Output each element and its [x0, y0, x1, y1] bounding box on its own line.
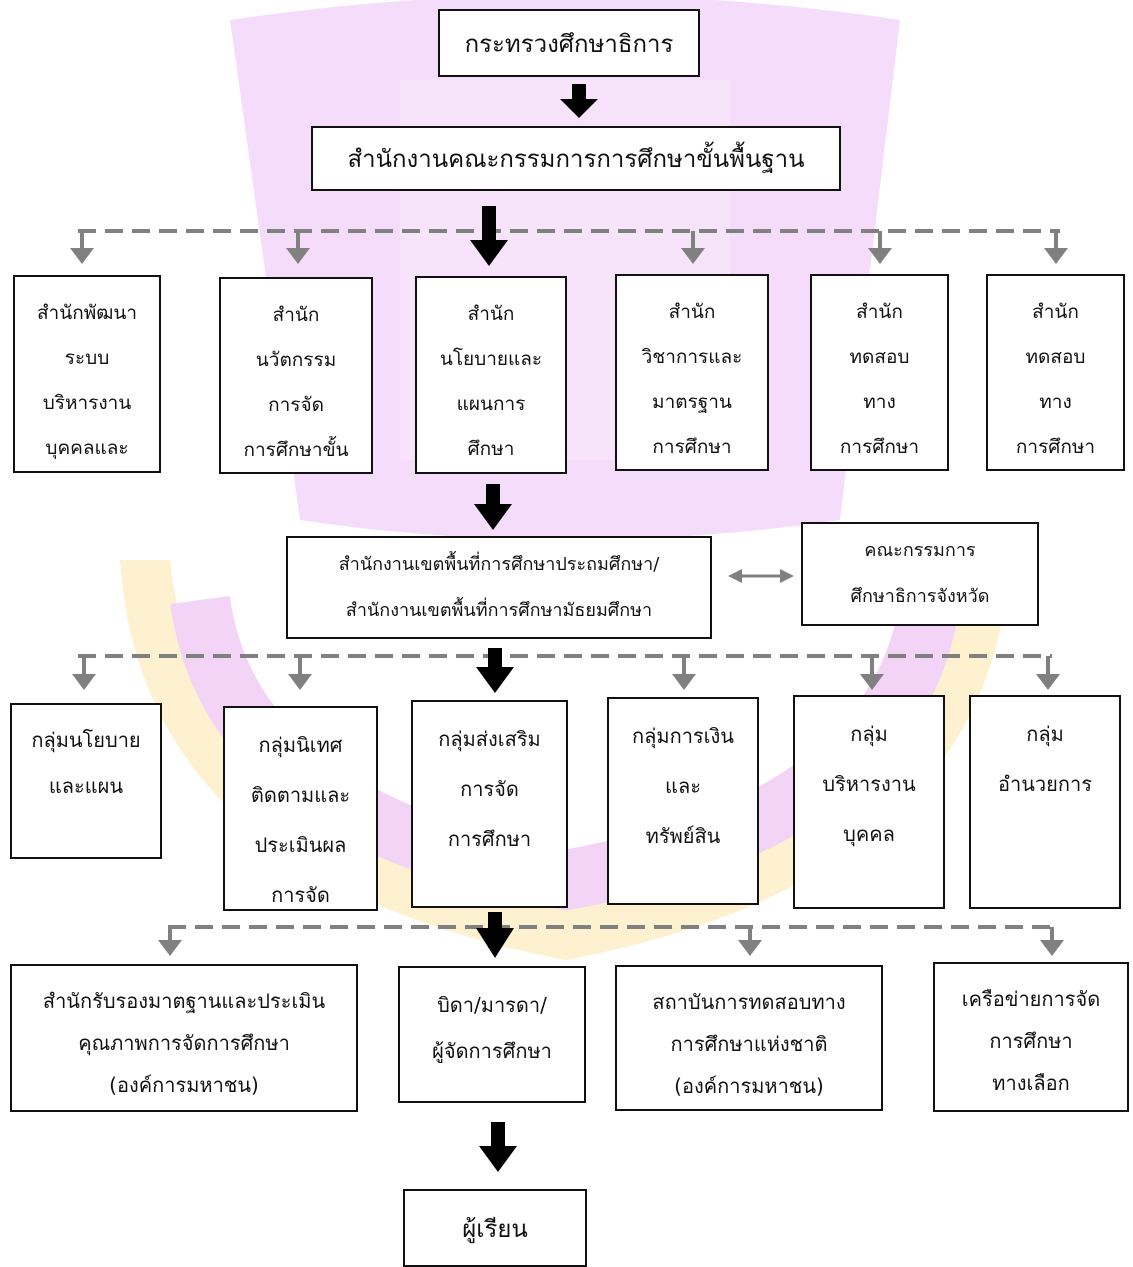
group-line: ทรัพย์สิน: [645, 824, 721, 848]
group-line: การศึกษา: [447, 827, 532, 851]
arrow-obec-to-policy: [470, 206, 508, 266]
group-line: การจัด: [460, 777, 519, 801]
onesqa-box: สำนักรับรองมาตฐานและประเมิน คุณภาพการจัด…: [10, 964, 358, 1112]
bureau-line: ศึกษา: [467, 438, 515, 460]
group-box: กลุ่มส่งเสริม การจัด การศึกษา: [411, 700, 568, 908]
group-line: กลุ่มนโยบาย: [31, 728, 141, 752]
bureau-box: สำนัก นโยบายและ แผนการ ศึกษา: [415, 276, 567, 474]
bureau-line: ทดสอบ: [849, 346, 910, 368]
arrow-to-groups: [476, 648, 514, 693]
bureau-line: การศึกษาขั้น: [243, 439, 349, 461]
group-box: กลุ่มนโยบาย และแผน: [10, 703, 162, 859]
bureau-line: สำนัก: [668, 301, 716, 323]
bureau-line: สำนัก: [1032, 301, 1079, 323]
bureau-line: การศึกษา: [652, 436, 732, 458]
obec-box: สำนักงานคณะกรรมการการศึกษาขั้นพื้นฐาน: [311, 126, 841, 191]
parents-box: บิดา/มารดา/ ผู้จัดการศึกษา: [398, 966, 586, 1103]
niets-line: (องค์การมหาชน): [674, 1074, 824, 1098]
alt-network-box: เครือข่ายการจัด การศึกษา ทางเลือก: [933, 962, 1129, 1112]
group-line: บุคคล: [843, 822, 895, 846]
obec-label: สำนักงานคณะกรรมการการศึกษาขั้นพื้นฐาน: [347, 145, 805, 173]
group-line: อำนวยการ: [998, 772, 1092, 796]
group-box: กลุ่มการเงิน และ ทรัพย์สิน: [607, 697, 759, 905]
group-line: บริหารงาน: [822, 772, 916, 796]
bureau-box: สำนัก ทดสอบ ทาง การศึกษา: [810, 274, 949, 471]
group-line: ติดตามและ: [250, 783, 351, 807]
area-office-line: สำนักงานเขตพื้นที่การศึกษามัธยมศึกษา: [345, 599, 653, 621]
bureau-line: บริหารงาน: [42, 392, 132, 414]
bureau-line: การศึกษา: [1015, 436, 1096, 458]
arrow-to-area-office: [474, 484, 512, 530]
group-box: กลุ่มนิเทศ ติดตามและ ประเมินผล การจัด: [223, 706, 378, 911]
group-line: การจัด: [271, 883, 330, 907]
committee-line: คณะกรรมการ: [864, 540, 976, 561]
network-line: ทางเลือก: [992, 1071, 1070, 1095]
bureau-box: สำนักพัฒนา ระบบ บริหารงาน บุคคลและ: [13, 275, 161, 473]
group-line: กลุ่มการเงิน: [632, 724, 734, 748]
group-box: กลุ่ม บริหารงาน บุคคล: [793, 695, 945, 909]
ministry-label: กระทรวงศึกษาธิการ: [464, 29, 674, 58]
area-office-line: สำนักงานเขตพื้นที่การศึกษาประถมศึกษา/: [338, 553, 660, 575]
network-line: เครือข่ายการจัด: [961, 987, 1101, 1011]
niets-line: สถาบันการทดสอบทาง: [652, 990, 846, 1014]
parents-line: ผู้จัดการศึกษา: [432, 1039, 552, 1063]
group-line: กลุ่ม: [850, 722, 888, 746]
bureau-line: สำนักพัฒนา: [36, 302, 138, 324]
learner-box: ผู้เรียน: [403, 1189, 587, 1267]
bureau-line: การจัด: [268, 394, 324, 416]
parents-line: บิดา/มารดา/: [437, 993, 547, 1017]
bureau-line: ทาง: [1039, 391, 1072, 413]
bureau-line: นวัตกรรม: [255, 349, 337, 371]
group-line: และ: [665, 774, 701, 798]
arrow-to-parents: [476, 912, 514, 958]
dashed-arrow: [80, 231, 1058, 252]
group-line: และแผน: [48, 774, 124, 798]
bureau-line: ระบบ: [64, 347, 110, 369]
arrow-to-learner: [479, 1122, 517, 1172]
onesqa-line: (องค์การมหาชน): [109, 1073, 259, 1097]
group-box: กลุ่ม อำนวยการ: [969, 695, 1121, 909]
bureau-line: ทดสอบ: [1025, 346, 1086, 368]
network-line: การศึกษา: [989, 1029, 1073, 1053]
bureau-line: สำนัก: [856, 301, 903, 323]
bureau-box: สำนัก วิชาการและ มาตรฐาน การศึกษา: [615, 274, 769, 471]
onesqa-line: คุณภาพการจัดการศึกษา: [78, 1031, 290, 1055]
group-line: กลุ่มนิเทศ: [258, 733, 343, 757]
double-arrow: [728, 569, 794, 583]
arrow-ministry-to-obec: [560, 84, 598, 118]
niets-box: สถาบันการทดสอบทาง การศึกษาแห่งชาติ (องค์…: [615, 965, 883, 1111]
bureau-box: สำนัก ทดสอบ ทาง การศึกษา: [986, 274, 1125, 471]
committee-line: ศึกษาธิการจังหวัด: [850, 586, 990, 607]
provincial-committee-box: คณะกรรมการ ศึกษาธิการจังหวัด: [801, 522, 1039, 626]
group-line: กลุ่ม: [1026, 722, 1064, 746]
bureau-line: แผนการ: [456, 393, 526, 415]
bureau-line: การศึกษา: [839, 436, 920, 458]
bureau-line: สำนัก: [467, 303, 515, 325]
bureau-line: วิชาการและ: [641, 346, 743, 368]
niets-line: การศึกษาแห่งชาติ: [670, 1032, 828, 1056]
bureau-box: สำนัก นวัตกรรม การจัด การศึกษาขั้น: [219, 277, 373, 474]
bureau-line: นโยบายและ: [439, 348, 543, 370]
learner-label: ผู้เรียน: [462, 1214, 528, 1243]
ministry-box: กระทรวงศึกษาธิการ: [438, 9, 700, 77]
group-line: ประเมินผล: [254, 833, 347, 857]
group-line: กลุ่มส่งเสริม: [438, 727, 541, 751]
bureau-line: ทาง: [863, 391, 896, 413]
onesqa-line: สำนักรับรองมาตฐานและประเมิน: [42, 989, 326, 1013]
area-office-box: สำนักงานเขตพื้นที่การศึกษาประถมศึกษา/ สำ…: [286, 536, 712, 639]
bureau-line: สำนัก: [272, 304, 320, 326]
bureau-line: บุคคลและ: [45, 437, 129, 459]
bureau-line: มาตรฐาน: [652, 391, 732, 413]
